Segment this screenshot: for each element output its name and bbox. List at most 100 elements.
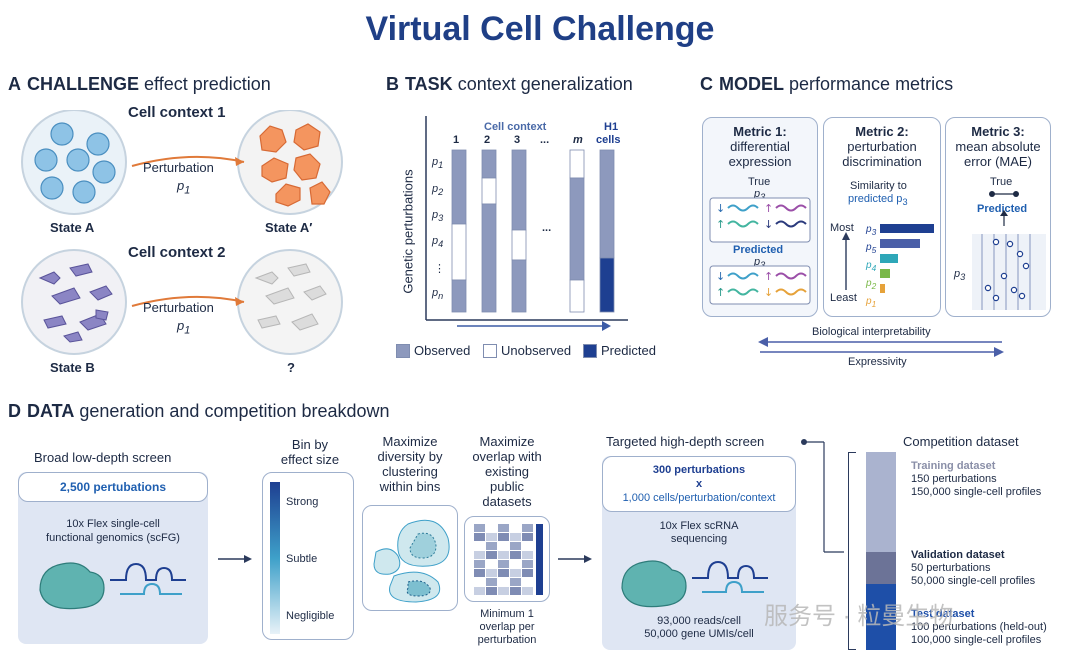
targeted-badge: 300 perturbations x 1,000 cells/perturba… — [602, 456, 796, 512]
overlap-cell — [474, 533, 485, 541]
training-bar — [866, 452, 896, 552]
svg-text:↓: ↓ — [716, 202, 725, 215]
overlap-cell — [498, 542, 509, 550]
col-1-label: 1 — [453, 134, 460, 146]
similarity-bars — [842, 224, 934, 293]
h1-header: H1 — [604, 121, 619, 133]
svg-text:↓: ↓ — [764, 218, 773, 231]
row-p2-label: p2 — [432, 183, 444, 198]
scrna-cell-illustration — [621, 560, 768, 608]
negligible-label: Negligible — [286, 610, 335, 622]
most-label: Most — [830, 222, 854, 234]
p1-label-1: p1 — [177, 178, 191, 197]
rank-label-5: p1 — [866, 296, 877, 309]
bio-interpretability-label: Biological interpretability — [812, 326, 931, 338]
overlap-cell — [510, 569, 521, 577]
grid-cell-observed — [451, 149, 467, 225]
m1-true-label: True — [748, 176, 771, 188]
overlap-cell — [522, 524, 533, 532]
overlap-cell — [474, 587, 485, 595]
test-bar — [866, 584, 896, 650]
middle-dots: ... — [542, 222, 552, 234]
row-pn-label: pn — [432, 287, 444, 302]
validation-profiles: 50,000 single-cell profiles — [911, 575, 1036, 587]
test-perts: 100 perturbations (held-out) — [911, 621, 1047, 633]
overlap-cell — [486, 533, 497, 541]
svg-text:↓: ↓ — [716, 270, 725, 283]
genetic-perturbations-axis: Genetic perturbations — [400, 169, 416, 294]
similarity-label: Similarity to — [850, 180, 907, 192]
overlap-cell — [486, 560, 497, 568]
overlap-cell — [474, 578, 485, 586]
overlap-cell — [486, 569, 497, 577]
test-profiles: 100,000 single-cell profiles — [911, 634, 1042, 646]
svg-text:↑: ↑ — [716, 218, 725, 231]
overlap-cell — [474, 524, 485, 532]
overlap-cell — [510, 587, 521, 595]
rank-label-1: p3 — [866, 224, 877, 237]
bin-label-1: Bin by — [291, 437, 329, 452]
overlap-cell — [522, 542, 533, 550]
svg-text:↑: ↑ — [716, 286, 725, 299]
validation-perts: 50 perturbations — [911, 562, 991, 574]
metric-3-header: Metric 3:mean absolute error (MAE) — [955, 124, 1041, 169]
training-perts: 150 perturbations — [911, 473, 997, 485]
unknown-state-label: ? — [287, 360, 295, 375]
state-b-label: State B — [50, 360, 95, 375]
m1-expression-waves: ↓↑ ↑↓ ↓↑ ↑↓ — [709, 197, 811, 305]
strong-label: Strong — [286, 496, 319, 508]
umis-label: 50,000 gene UMIs/cell — [644, 628, 754, 640]
overlap-cell — [522, 533, 533, 541]
validation-bar — [866, 552, 896, 584]
rank-label-2: p5 — [866, 242, 877, 255]
grid-cell-unobserved — [451, 223, 467, 281]
competition-connector — [801, 439, 844, 553]
col-m-label: m — [573, 134, 583, 146]
svg-text:↑: ↑ — [764, 202, 773, 215]
flex-line-1: 10x Flex single-cell — [66, 518, 160, 530]
pert-2500-badge: 2,500 pertubations — [18, 472, 208, 502]
grid-cell-observed — [481, 149, 497, 179]
metric-1-header: Metric 1:differential expression — [728, 124, 792, 169]
overlap-cell — [498, 587, 509, 595]
targeted-screen-label: Targeted high-depth screen — [606, 434, 765, 449]
overlap-cell — [510, 533, 521, 541]
legend-observed-swatch — [396, 344, 410, 358]
arrow-d-1 — [218, 555, 252, 563]
context-grid — [425, 116, 628, 321]
overlap-cell — [498, 569, 509, 577]
overlap-cell — [522, 569, 533, 577]
cell-context-2-label: Cell context 2 — [128, 244, 226, 261]
state-a-prime-label: State A′ — [265, 220, 313, 235]
legend-observed: Observed — [396, 343, 470, 358]
m1-p3-bottom: p3 — [754, 256, 766, 271]
watermark: 服务号 · 粒曼生物 — [764, 603, 954, 630]
metric-2-header: Metric 2:perturbation discrimination — [842, 124, 922, 169]
interpretability-arrows — [758, 337, 1004, 357]
overlap-cell — [522, 578, 533, 586]
grid-cell-observed — [451, 279, 467, 313]
grid-cell-observed — [511, 259, 527, 313]
m1-predicted-label: Predicted — [733, 244, 784, 256]
m3-predicted-label: Predicted — [977, 203, 1028, 215]
grid-cell-unobserved — [481, 177, 497, 205]
rank-labels: p3 p5 p4 p2 p1 — [866, 222, 876, 312]
row-p1-label: p1 — [432, 156, 444, 171]
overlap-cell — [498, 551, 509, 559]
rank-label-4: p2 — [866, 278, 877, 291]
competition-dataset-label: Competition dataset — [903, 434, 1019, 449]
overlap-cell — [486, 524, 497, 532]
overlap-cell — [486, 587, 497, 595]
scrna-line-2: sequencing — [670, 533, 728, 545]
metric-2-card: Metric 2:perturbation discrimination — [823, 117, 941, 317]
row-p3-label: p3 — [432, 209, 444, 224]
state-a-label: State A — [50, 220, 95, 235]
training-profiles: 150,000 single-cell profiles — [911, 486, 1042, 498]
svg-text:↑: ↑ — [764, 270, 773, 283]
grid-cell-observed — [511, 149, 527, 231]
overlap-cell — [522, 587, 533, 595]
main-title: Virtual Cell Challenge — [365, 10, 715, 48]
